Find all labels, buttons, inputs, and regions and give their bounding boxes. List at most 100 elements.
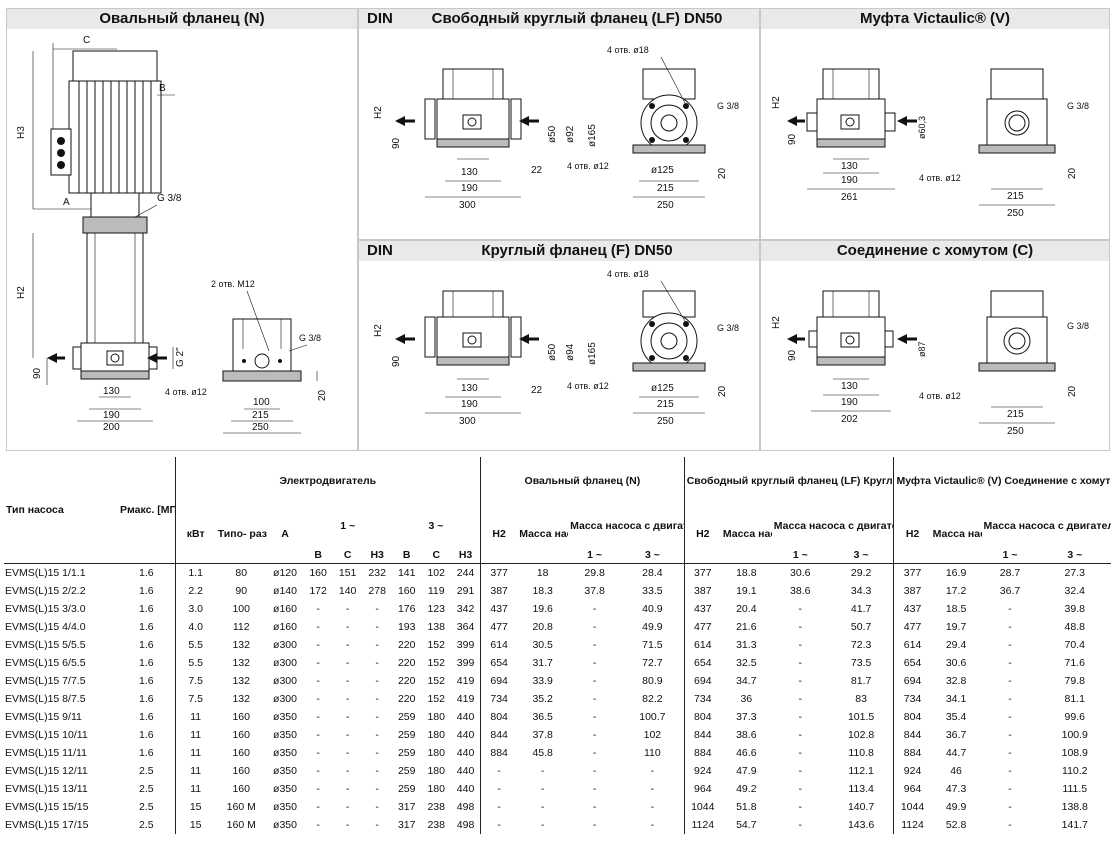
holes12-label: 4 отв. ø12 [919, 391, 961, 401]
dim-d50: ø50 [547, 343, 558, 361]
table-cell: 39.8 [1064, 602, 1085, 615]
table-cell: 924 [893, 762, 931, 780]
table-cell: - [316, 674, 320, 687]
header-c3: C [432, 549, 441, 561]
dim-200: 200 [103, 422, 120, 433]
table-cell: - [1008, 674, 1012, 687]
table-cell: - [375, 746, 379, 759]
dim-g38-top: G 3/8 [157, 193, 182, 204]
motor-body [68, 80, 162, 194]
table-cell: - [375, 710, 379, 723]
dim-b: B [159, 83, 166, 94]
table-cell: 498 [456, 818, 475, 831]
table-cell: - [345, 620, 350, 633]
spec-table: Тип насоса Pмакс. [МПа] Электродвигатель… [4, 457, 1111, 834]
table-cell: 100.9 [1061, 728, 1088, 741]
header-phase1: 1 ~ [340, 520, 356, 532]
dim-130: 130 [461, 383, 478, 394]
header-mass-vic: Масса насоса [932, 528, 982, 540]
table-cell: 364 [456, 620, 475, 633]
table-cell: 1.6 [139, 692, 154, 705]
header-victaulic-c: Муфта Victaulic® (V) Соединение с хомуто… [893, 457, 1111, 505]
header-mass-lf: Масса насоса [722, 528, 772, 540]
table-cell: 47.9 [736, 764, 757, 777]
table-cell: 2.5 [139, 800, 154, 813]
table-cell: 33.5 [642, 584, 663, 597]
table-cell: ø350 [273, 764, 297, 777]
table-cell: 2.2 [174, 582, 216, 600]
header-a: A [281, 528, 289, 540]
table-cell: - [345, 656, 350, 669]
table-cell: 654 [893, 654, 931, 672]
table-cell: 34.3 [850, 584, 872, 597]
table-cell: 180 [427, 728, 445, 741]
table-cell: 440 [456, 710, 475, 723]
table-cell: - [540, 782, 545, 795]
table-cell: 138.8 [1061, 800, 1088, 813]
table-cell: ø300 [273, 638, 297, 651]
header-lf-f: Свободный круглый фланец (LF) Круглый фл… [683, 457, 894, 505]
table-cell: 244 [451, 563, 481, 582]
table-cell: 1.1 [174, 563, 216, 582]
dim-190: 190 [103, 410, 120, 421]
pump-type-cell: EVMS(L)15 4/4.0 [5, 620, 86, 633]
table-cell: - [592, 620, 597, 633]
table-cell: 102 [421, 563, 451, 582]
victaulic-drawing: H2 90 130 190 261 ø60,3 G 3/8 4 отв. ø12… [771, 68, 1089, 219]
table-cell: - [798, 800, 803, 813]
dim-d125: ø125 [651, 165, 674, 176]
table-cell: 29.8 [568, 563, 622, 582]
table-cell: - [540, 818, 545, 831]
table-cell: 37.8 [532, 728, 553, 741]
motor-lantern [90, 192, 140, 218]
table-cell: 11 [174, 744, 216, 762]
table-cell: 419 [456, 692, 475, 705]
table-cell: - [375, 764, 379, 777]
table-cell: 477 [893, 618, 931, 636]
table-cell: 160 [232, 746, 250, 759]
pump-type-cell: EVMS(L)15 7/7.5 [5, 674, 86, 687]
pump-type-cell: EVMS(L)15 17/15 [5, 818, 89, 831]
table-cell: 172 [309, 584, 327, 597]
holes12-label: 4 отв. ø12 [919, 173, 961, 183]
table-cell: 36.7 [945, 728, 967, 741]
table-cell: 2.5 [139, 782, 154, 795]
table-cell: 1.6 [139, 656, 154, 669]
header-sub3-lf: 3 ~ [853, 549, 869, 561]
table-cell: 1.6 [139, 746, 154, 759]
header-sub1-vic: 1 ~ [1002, 549, 1018, 561]
header-mass-oval: Масса насоса [519, 528, 568, 540]
din-label: DIN [367, 10, 393, 27]
table-cell: 844 [893, 726, 931, 744]
table-cell: 694 [683, 672, 721, 690]
table-cell: 41.7 [850, 602, 872, 615]
table-cell: - [316, 656, 320, 669]
header-oval: Овальный фланец (N) [480, 457, 685, 505]
table-cell: - [798, 764, 803, 777]
table-cell: 18.5 [945, 602, 967, 615]
table-cell: 152 [427, 638, 445, 651]
table-cell: - [345, 800, 350, 813]
dim-d92: ø92 [565, 125, 576, 143]
table-cell: 143.6 [847, 818, 875, 831]
table-cell: 49.2 [736, 782, 757, 795]
table-cell: 377 [683, 563, 721, 582]
holes18-label: 4 отв. ø18 [607, 269, 649, 279]
table-cell: 220 [397, 656, 416, 669]
panel-clamp-title: Соединение с хомутом (C) [761, 241, 1109, 261]
table-cell: 317 [397, 818, 416, 831]
table-cell: 38.6 [736, 728, 757, 741]
table-cell: 694 [893, 672, 931, 690]
dim-20: 20 [317, 389, 328, 401]
plug-icon [467, 117, 477, 127]
dim-h2: H2 [771, 316, 782, 329]
table-cell: 1.6 [139, 710, 154, 723]
table-cell: 32.4 [1064, 584, 1085, 597]
dim-130: 130 [461, 167, 478, 178]
plug-icon [845, 117, 855, 127]
table-cell: - [375, 638, 379, 651]
